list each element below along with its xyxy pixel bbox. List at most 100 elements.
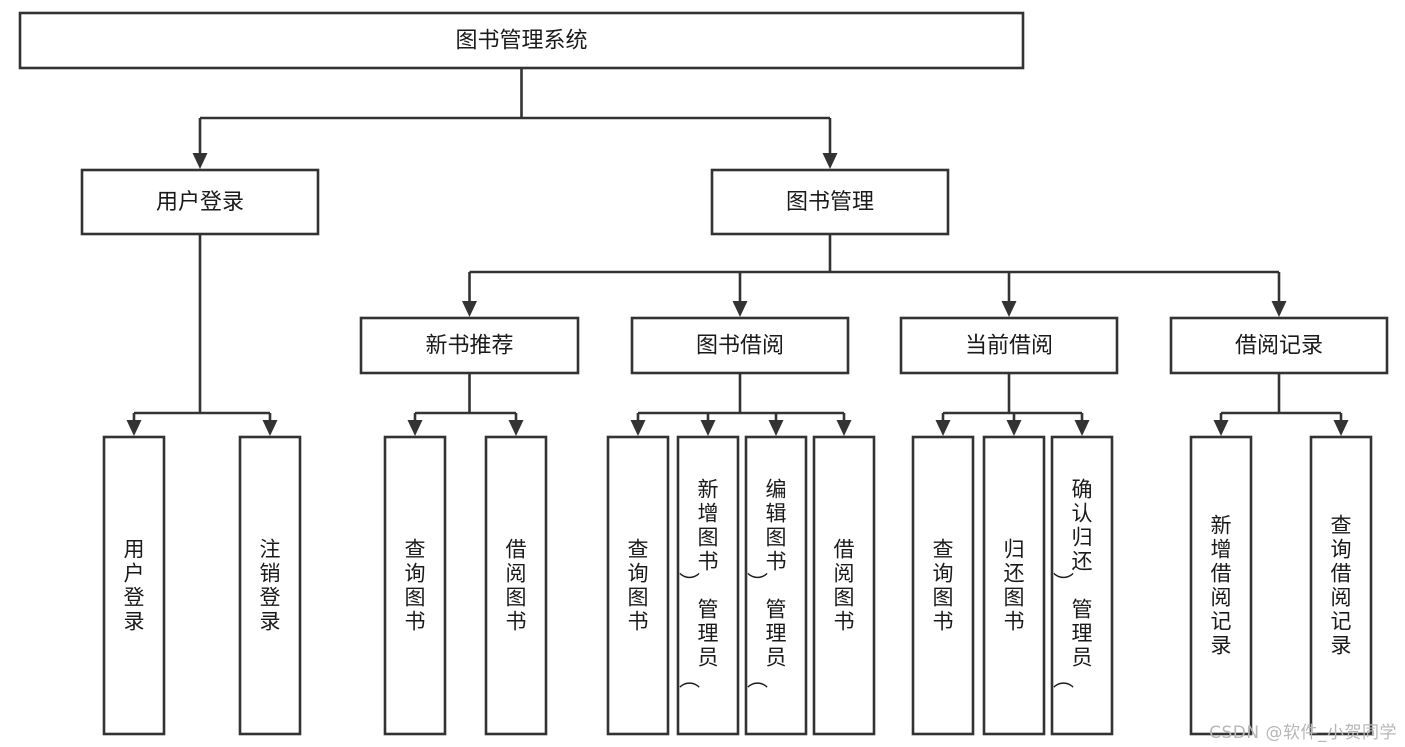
node-leaf-add-borrow-record[interactable]: 新增借阅记录 <box>1189 435 1253 736</box>
node-box <box>812 435 876 736</box>
node-label-char: 图 <box>628 586 649 610</box>
node-label-char: 借 <box>1211 562 1232 586</box>
node-label-char: 还 <box>1072 550 1093 574</box>
node-label-char: 新 <box>1211 514 1232 538</box>
arrow-head-icon <box>407 420 423 436</box>
node-leaf-edit-book[interactable]: 编辑图书（管理员） <box>744 435 808 736</box>
node-label-char: 归 <box>1072 526 1093 550</box>
node-label-char: 查 <box>933 538 954 562</box>
node-label-char: 记 <box>1211 610 1232 634</box>
node-leaf-user-login[interactable]: 用户登录 <box>102 435 166 736</box>
node-label-char: 理 <box>1072 622 1093 646</box>
node-label-char: 图 <box>698 526 719 550</box>
node-box <box>80 168 320 236</box>
node-label-char: （ <box>679 572 703 593</box>
node-label: 新增借阅记录 <box>1211 514 1232 658</box>
node-leaf-add-book[interactable]: 新增图书（管理员） <box>676 435 740 736</box>
node-label-char: 户 <box>124 562 145 586</box>
node-label: 查询图书 <box>628 538 649 634</box>
node-label-char: 确 <box>1072 478 1093 502</box>
node-user-login[interactable]: 用户登录 <box>80 168 320 236</box>
node-leaf-query-book-current[interactable]: 查询图书 <box>911 435 975 736</box>
node-label-char: 辑 <box>766 502 787 526</box>
node-leaf-query-book-recommend[interactable]: 查询图书 <box>383 435 447 736</box>
node-borrow-record[interactable]: 借阅记录 <box>1169 316 1389 375</box>
node-box <box>1169 316 1389 375</box>
node-label-char: 图 <box>506 586 527 610</box>
node-label-char: 书 <box>698 550 719 574</box>
node-label: 用户登录 <box>124 538 145 634</box>
node-label: 当前借阅 <box>965 334 1053 359</box>
node-label-char: 图 <box>933 586 954 610</box>
nodes-layer: 图书管理系统用户登录图书管理新书推荐图书借阅当前借阅借阅记录用户登录注销登录查询… <box>18 11 1389 736</box>
arrow-head-icon <box>126 420 142 436</box>
node-leaf-return-book[interactable]: 归还图书 <box>982 435 1046 736</box>
node-box <box>238 435 302 736</box>
node-label-char: 查 <box>1331 514 1352 538</box>
node-label-char: 阅 <box>1211 586 1232 610</box>
node-leaf-borrow-book-recommend[interactable]: 借阅图书 <box>484 435 548 736</box>
node-label-char: 询 <box>933 562 954 586</box>
node-label-char: 书 <box>766 550 787 574</box>
arrow-head-icon <box>1006 420 1022 436</box>
node-label-char: 员 <box>766 646 787 670</box>
node-label-char: 理 <box>766 622 787 646</box>
node-label-char: （ <box>747 572 771 593</box>
connectors-layer <box>126 68 1349 436</box>
node-box <box>630 316 850 375</box>
node-box <box>744 435 808 736</box>
node-label-char: 用 <box>124 538 145 562</box>
node-label-char: 认 <box>1072 502 1093 526</box>
node-label: 借阅图书 <box>506 538 527 634</box>
node-label: 借阅图书 <box>834 538 855 634</box>
arrow-head-icon <box>462 301 477 317</box>
node-label-char: 图 <box>405 586 426 610</box>
arrow-head-icon <box>1213 420 1229 436</box>
node-new-book-recommend[interactable]: 新书推荐 <box>359 316 580 375</box>
arrow-head-icon <box>700 420 716 436</box>
node-label-char: 图 <box>766 526 787 550</box>
node-label-char: 员 <box>698 646 719 670</box>
node-book-borrow[interactable]: 图书借阅 <box>630 316 850 375</box>
node-label: 图书管理 <box>786 190 874 215</box>
node-label-char: 还 <box>1004 562 1025 586</box>
node-box <box>911 435 975 736</box>
node-label-char: 登 <box>260 586 281 610</box>
node-label-char: 图 <box>1004 586 1025 610</box>
arrow-head-icon <box>935 420 951 436</box>
arrow-head-icon <box>192 153 208 169</box>
node-label: 新书推荐 <box>425 334 513 359</box>
node-label-char: 增 <box>698 502 719 526</box>
node-box <box>359 316 580 375</box>
node-leaf-query-book-borrow[interactable]: 查询图书 <box>606 435 670 736</box>
node-label-char: 查 <box>628 538 649 562</box>
arrow-head-icon <box>732 301 748 317</box>
node-label: 查询图书 <box>405 538 426 634</box>
node-leaf-borrow-book[interactable]: 借阅图书 <box>812 435 876 736</box>
node-leaf-query-borrow-record[interactable]: 查询借阅记录 <box>1309 435 1373 736</box>
node-label-char: 新 <box>698 478 719 502</box>
node-root[interactable]: 图书管理系统 <box>18 11 1025 70</box>
node-book-management[interactable]: 图书管理 <box>710 168 950 236</box>
node-box <box>710 168 950 236</box>
node-label-char: 管 <box>766 598 787 622</box>
node-label-char: 录 <box>124 610 145 634</box>
node-label-char: 录 <box>1211 634 1232 658</box>
node-label-char: 管 <box>1072 598 1093 622</box>
node-label-char: ） <box>679 668 703 689</box>
node-current-borrow[interactable]: 当前借阅 <box>899 316 1119 375</box>
arrow-head-icon <box>836 420 852 436</box>
node-label-char: 书 <box>628 610 649 634</box>
node-box <box>606 435 670 736</box>
arrow-head-icon <box>1074 420 1090 436</box>
arrow-head-icon <box>822 153 838 169</box>
node-label-char: 阅 <box>1331 586 1352 610</box>
node-leaf-logout-login[interactable]: 注销登录 <box>238 435 302 736</box>
node-leaf-confirm-return[interactable]: 确认归还（管理员） <box>1050 435 1114 736</box>
node-label-char: 借 <box>1331 562 1352 586</box>
node-box <box>1189 435 1253 736</box>
node-label-char: 录 <box>1331 634 1352 658</box>
node-label-char: 增 <box>1211 538 1232 562</box>
node-label: 注销登录 <box>260 538 281 634</box>
node-box <box>484 435 548 736</box>
